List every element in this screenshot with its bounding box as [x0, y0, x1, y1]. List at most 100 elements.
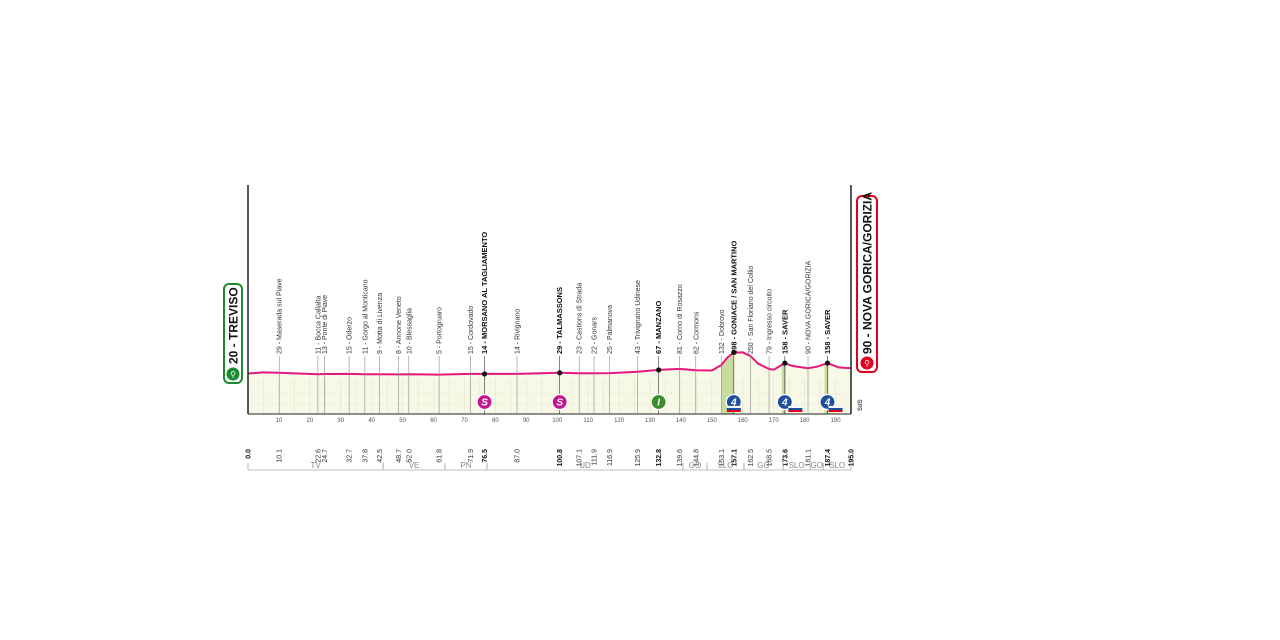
x-tick-label: 160: [738, 418, 749, 424]
waypoint-label: 158 - SAVER: [780, 309, 789, 354]
waypoint-label: 43 - Trivignano Udinese: [635, 280, 642, 354]
x-tick-label: 180: [800, 418, 811, 424]
x-tick-label: 90: [523, 418, 530, 424]
waypoint-dot: [557, 370, 563, 376]
waypoint-label: 81 - Corno di Rosazzo: [677, 284, 684, 354]
waypoint-label: 67 - MANZANO: [654, 300, 663, 354]
waypoint-km: 42.5: [377, 449, 384, 463]
waypoint-km: 162.5: [748, 449, 755, 467]
waypoint-label: 14 - MORSANO AL TAGLIAMENTO: [480, 232, 489, 354]
waypoint-label: 15 - Cordovado: [468, 306, 475, 354]
region-label: GO: [689, 461, 701, 470]
slovenia-flag-icon: [828, 405, 843, 412]
x-tick-label: 190: [831, 418, 842, 424]
profile-fill: [248, 352, 851, 414]
marker-letter: 4: [824, 398, 831, 409]
region-label: SLO: [789, 461, 805, 470]
x-tick-label: 10: [276, 418, 283, 424]
climb-category-4-icon: 4: [819, 393, 836, 411]
waypoint-label: 29 - TALMASSONS: [555, 287, 564, 354]
marker-circle: [819, 393, 836, 411]
region-label: GO: [810, 461, 822, 470]
marker-circle: [476, 393, 493, 411]
waypoint-km: 22.6: [315, 449, 322, 463]
sprint-icon: S: [551, 393, 568, 411]
bike-glyph: ⚲: [230, 370, 236, 379]
region-label: SLO: [829, 461, 845, 470]
waypoint-label: 8 - Annone Veneto: [396, 296, 403, 354]
waypoint-km: 52.0: [406, 449, 413, 463]
x-tick-label: 140: [676, 418, 687, 424]
waypoint-km: 125.9: [635, 449, 642, 467]
marker-letter: 4: [781, 398, 788, 409]
climb-shading: [781, 363, 786, 414]
waypoint-dot: [731, 349, 737, 356]
waypoint-label: 14 - Rivignano: [515, 309, 522, 354]
waypoint-km: 37.8: [362, 449, 369, 463]
waypoint-label: 11 - Bocca Callalta: [315, 296, 322, 354]
waypoint-label: 132 - Dobrovo: [719, 310, 726, 354]
bike-glyph: ⚲: [864, 359, 870, 368]
waypoint-label: 90 - NOVA GORICA/GORIZIA: [806, 260, 813, 354]
waypoint-label: 9 - Motta di Livenza: [377, 293, 384, 354]
x-tick-label: 40: [368, 418, 375, 424]
waypoint-km: 111.9: [592, 449, 599, 466]
x-tick-label: 20: [307, 418, 314, 424]
x-tick-label: 30: [337, 418, 344, 424]
slovenia-flag-icon: [726, 405, 741, 412]
waypoint-label: 10 - Blessaglia: [406, 308, 413, 354]
slovenia-flag-icon: [788, 405, 803, 412]
x-tick-label: 100: [552, 418, 563, 424]
waypoint-dot: [782, 360, 788, 366]
intermediate-icon: I: [650, 393, 667, 411]
waypoint-km: 144.8: [693, 449, 700, 467]
waypoint-km: 116.9: [607, 449, 614, 466]
waypoint-km: 24.7: [322, 449, 329, 463]
x-tick-label: 50: [399, 418, 406, 424]
waypoint-km: 76.5: [482, 449, 489, 463]
region-label: PN: [460, 461, 471, 470]
x-tick-label: 80: [492, 418, 499, 424]
waypoint-km: 153.1: [719, 449, 726, 467]
waypoint-km: 168.5: [767, 449, 774, 467]
marker-letter: S: [556, 398, 563, 409]
waypoint-km: 107.1: [577, 449, 584, 467]
waypoint-label: 11 - Gorgo al Monticano: [362, 279, 369, 354]
marker-circle: [650, 393, 667, 411]
waypoint-label: 25 - Palmanova: [607, 305, 614, 354]
region-label: VE: [409, 461, 420, 470]
marker-circle: [776, 393, 793, 411]
waypoint-dot: [824, 360, 831, 366]
start-label: 20 - TREVISO: [227, 287, 241, 364]
waypoint-km: 71.9: [468, 449, 475, 463]
start-sign: 20 - TREVISO ⚲: [223, 283, 243, 384]
x-tick-label: 70: [461, 418, 468, 424]
bike-icon: [225, 366, 241, 382]
region-label: UD: [579, 461, 591, 470]
climb-shading: [824, 363, 829, 414]
waypoint-label: 15 - Oderzo: [347, 317, 354, 354]
waypoint-dot: [481, 371, 488, 377]
waypoint-km: 132.8: [656, 449, 663, 467]
region-label: TV: [310, 461, 321, 470]
waypoint-km: 10.1: [277, 449, 284, 463]
waypoint-km: 32.7: [347, 449, 354, 463]
waypoint-km: 100.8: [557, 449, 564, 467]
waypoint-km: 139.6: [677, 449, 684, 467]
waypoint-label: 23 - Castions di Strada: [577, 283, 584, 354]
waypoint-label: 158 - SAVER: [823, 309, 832, 354]
waypoint-label: 29 - Maserada sul Piave: [277, 278, 284, 354]
region-label: SLO: [717, 461, 733, 470]
x-tick-label: 150: [707, 418, 718, 424]
waypoint-km: 157.1: [731, 449, 738, 467]
waypoint-label: 62 - Cormons: [693, 311, 700, 354]
marker-letter: 4: [730, 398, 737, 409]
x-tick-label: 60: [430, 418, 437, 424]
waypoint-km: 61.8: [437, 449, 444, 463]
bike-icon: [859, 355, 875, 371]
finish-km: 195.0: [849, 449, 856, 467]
x-tick-label: 110: [583, 418, 593, 424]
climb-category-4-icon: 4: [776, 393, 793, 411]
sds-label: SdS: [858, 399, 864, 411]
waypoint-km: 48.7: [396, 449, 403, 463]
